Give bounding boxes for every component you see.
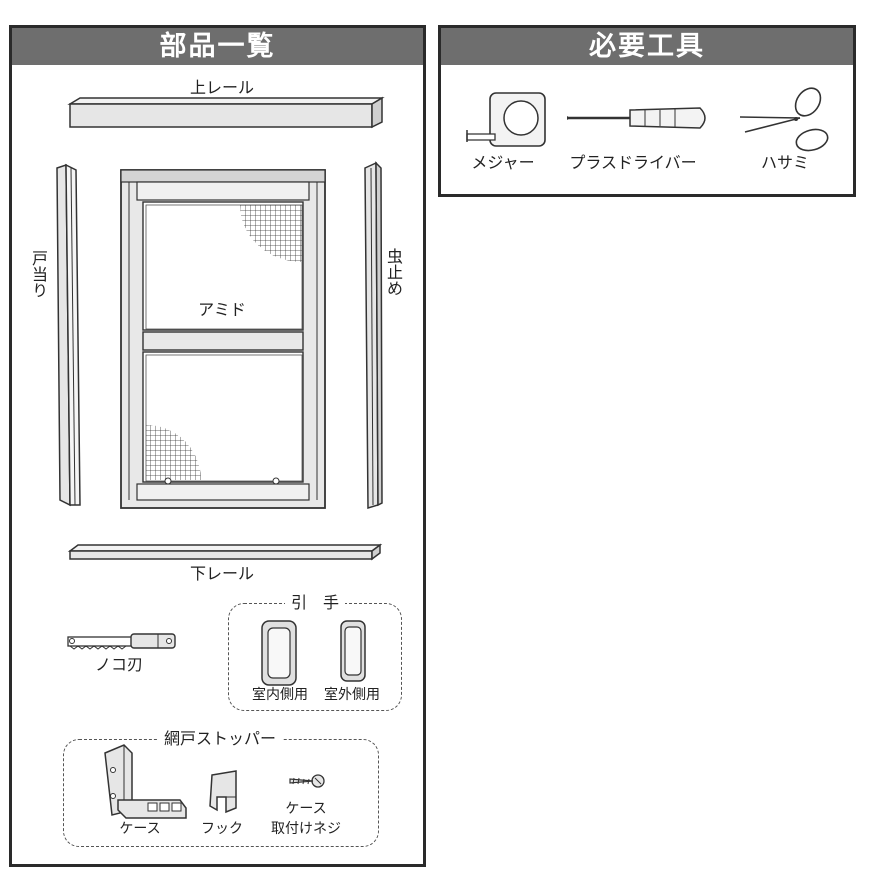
stopper-case-label: ケース — [119, 821, 161, 837]
handle-outdoor-part — [340, 620, 366, 682]
tool-label-scissors: ハサミ — [760, 153, 810, 172]
parts-panel-title: 部品一覧 — [12, 28, 423, 65]
insect-stop-part — [364, 161, 383, 510]
case-screw-part — [289, 774, 325, 788]
screwdriver-icon — [567, 107, 706, 129]
stopper-hook-part — [209, 770, 237, 814]
insect-stop-label: 虫止め — [384, 248, 403, 296]
upper-rail-part — [67, 96, 385, 129]
upper-rail-label: 上レール — [189, 78, 255, 97]
screw-label-line1: ケース — [285, 801, 327, 817]
screw-label-line2: 取付けネジ — [271, 821, 341, 837]
handle-indoor-label: 室内側用 — [252, 687, 308, 703]
stopper-group-title: 網戸ストッパー — [157, 731, 283, 747]
scissors-icon — [739, 87, 829, 152]
stopper-case-part — [104, 744, 187, 819]
door-stop-label: 戸当り — [29, 250, 48, 298]
door-stop-part — [56, 163, 81, 507]
handle-indoor-part — [261, 620, 297, 686]
stopper-hook-label: フック — [201, 821, 243, 837]
screen-door-label: アミド — [198, 300, 246, 319]
tool-label-tape-measure: メジャー — [471, 153, 535, 172]
lower-rail-part — [67, 543, 383, 561]
screen-door-part — [120, 169, 326, 509]
handle-outdoor-label: 室外側用 — [324, 687, 380, 703]
tools-panel-title: 必要工具 — [441, 28, 853, 65]
lower-rail-label: 下レール — [189, 564, 255, 583]
handle-group-title: 引 手 — [284, 595, 346, 611]
saw-blade-part — [67, 633, 176, 650]
tape-measure-icon — [466, 92, 546, 147]
saw-blade-label: ノコ刃 — [95, 655, 144, 674]
tool-label-screwdriver: プラスドライバー — [569, 153, 697, 172]
